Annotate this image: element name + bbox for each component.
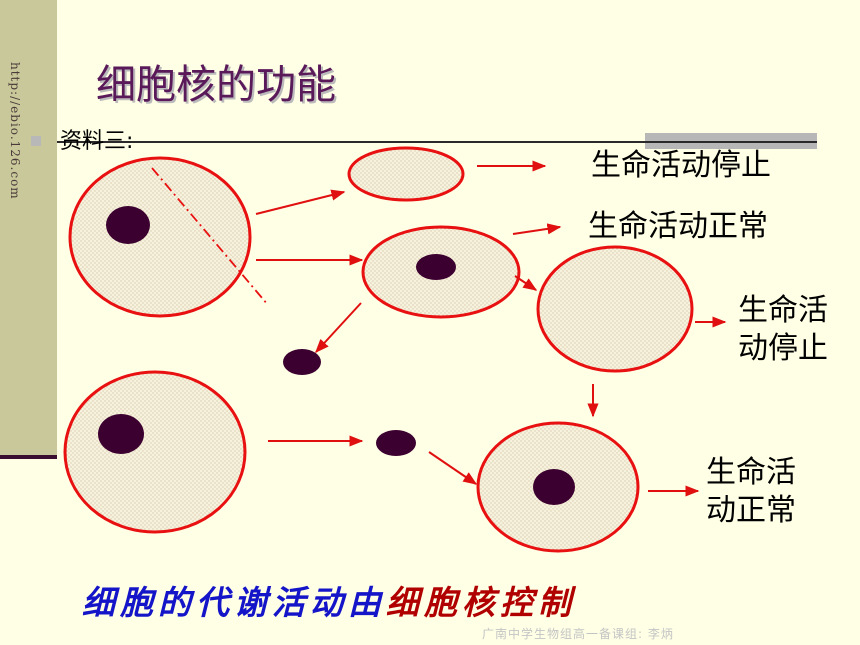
label-activity-normal-line1: 生命活 — [706, 455, 796, 490]
sidebar-divider — [0, 455, 57, 459]
cell-nucleus-removed — [536, 245, 694, 373]
sidebar-url: http://ebio.126.com — [8, 62, 22, 200]
label-activity-stops-line2: 动停止 — [738, 331, 828, 366]
nucleus — [106, 206, 150, 244]
footer-credit: 广南中学生物组高一备课组: 李炳 — [482, 627, 674, 641]
cut-line — [151, 167, 269, 306]
free-nucleus — [376, 430, 416, 456]
label-activity-stops-line1: 生命活 — [738, 293, 828, 328]
label-activity-normal: 生命活动正常 — [588, 209, 768, 244]
nucleus — [98, 414, 144, 454]
free-nucleus — [283, 349, 321, 375]
nucleus — [416, 254, 456, 280]
nucleus — [533, 469, 575, 505]
label-activity-stops: 生命活动停止 — [591, 148, 771, 183]
page-title: 细胞核的功能 — [96, 62, 336, 108]
cell-original-top — [68, 156, 252, 318]
cell-reconstituted — [476, 421, 640, 553]
conclusion-caption: 细胞的代谢活动由细胞核控制 — [82, 576, 576, 624]
cell-nucleated-half — [361, 225, 521, 319]
header-rule — [57, 141, 817, 143]
cell-original-bottom — [63, 370, 247, 534]
caption-part-red: 细胞核控制 — [386, 583, 576, 622]
section-label: 资料三: — [60, 129, 134, 154]
bullet-icon — [31, 136, 41, 146]
arrows — [255, 160, 727, 497]
caption-part-blue: 细胞的代谢活动由 — [82, 583, 386, 622]
label-activity-normal-line2: 动正常 — [706, 493, 796, 528]
sidebar-band — [0, 0, 57, 458]
cell-enucleated — [347, 146, 465, 202]
